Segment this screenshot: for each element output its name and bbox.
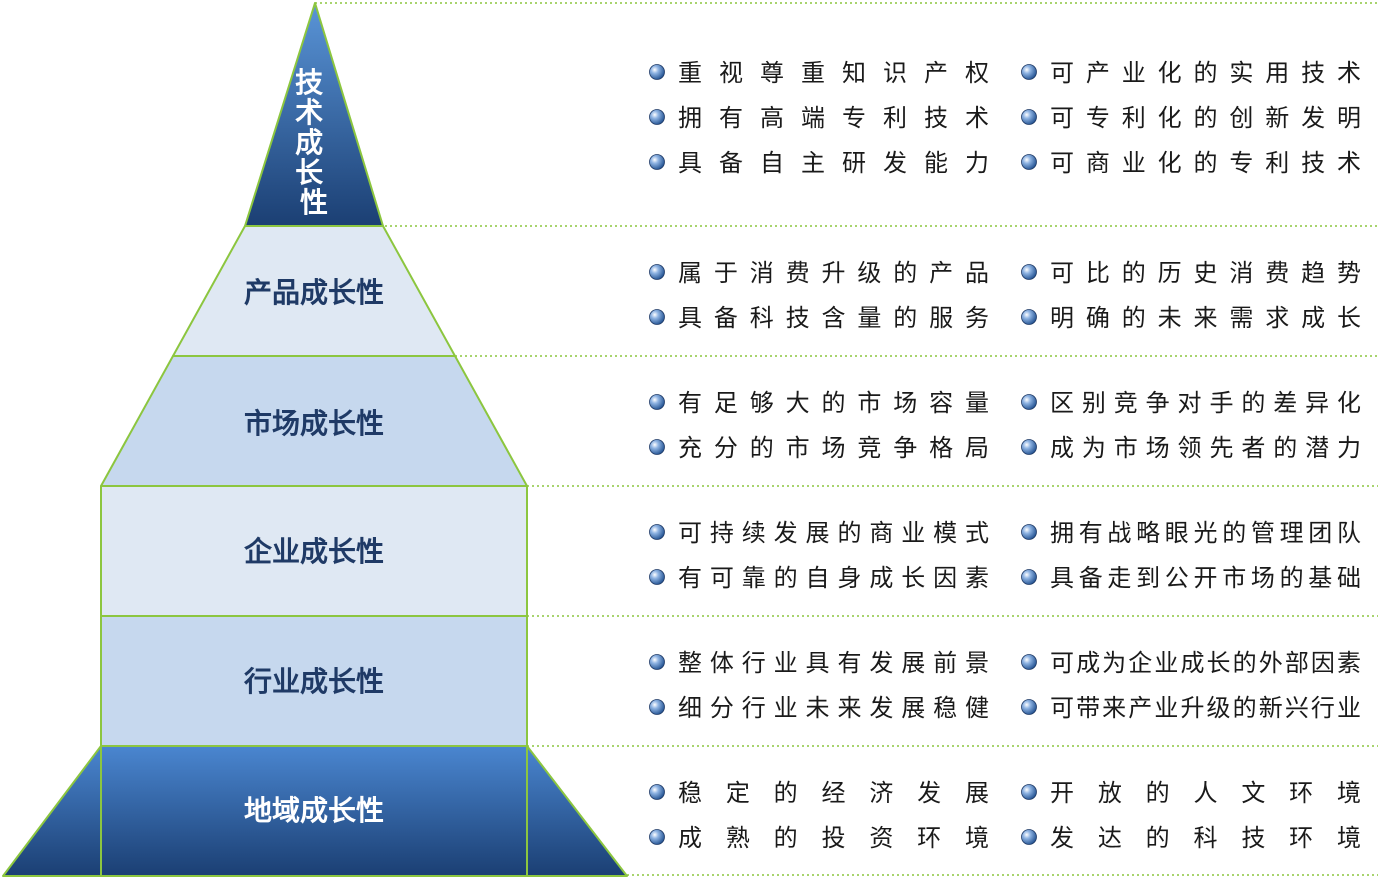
level-label-market: 市场成长性 xyxy=(244,407,384,440)
bullet-icon xyxy=(1021,109,1037,125)
bullet-icon xyxy=(1021,64,1037,80)
bullet-icon xyxy=(649,64,665,80)
level-label-char: 成 xyxy=(295,126,323,159)
level-label-enterprise: 企业成长性 xyxy=(244,535,384,568)
bullet-icon xyxy=(649,654,665,670)
bullet-icon xyxy=(1021,784,1037,800)
list-item: 有可靠的自身成长因素 xyxy=(678,564,990,592)
level-label-char: 技 xyxy=(295,66,323,99)
list-item: 可专利化的创新发明 xyxy=(1050,104,1362,132)
list-item: 细分行业未来发展稳健 xyxy=(678,694,990,722)
level-label-tech: 技 术 成 长 性 xyxy=(295,66,333,219)
bullet-icon xyxy=(1021,699,1037,715)
level-label-product: 产品成长性 xyxy=(244,276,384,309)
bullet-icon xyxy=(649,524,665,540)
list-item: 可商业化的专利技术 xyxy=(1050,149,1362,177)
list-item: 可比的历史消费趋势 xyxy=(1050,259,1362,287)
list-item: 可产业化的实用技术 xyxy=(1050,59,1362,87)
bullet-icon xyxy=(1021,439,1037,455)
bullet-icon xyxy=(649,264,665,280)
list-item: 成为市场领先者的潜力 xyxy=(1050,434,1362,462)
list-item: 明确的未来需求成长 xyxy=(1050,304,1362,332)
pyramid-level-enterprise xyxy=(100,485,528,617)
separators xyxy=(315,2,1378,876)
bullet-icon xyxy=(1021,309,1037,325)
level-label-industry: 行业成长性 xyxy=(243,665,384,698)
list-item: 有足够大的市场容量 xyxy=(678,389,990,417)
pyramid-level-region-right-wing xyxy=(526,745,628,877)
bullet-icon xyxy=(1021,524,1037,540)
level-label-region: 地域成长性 xyxy=(244,794,384,827)
list-item: 充分的市场竞争格局 xyxy=(678,434,990,462)
bullet-icon xyxy=(1021,569,1037,585)
list-item: 可持续发展的商业模式 xyxy=(678,519,990,547)
bullet-icon xyxy=(1021,154,1037,170)
pyramid xyxy=(2,2,628,877)
bullet-icon xyxy=(1021,264,1037,280)
list-item: 具备自主研发能力 xyxy=(678,149,990,177)
bullet-icon xyxy=(649,394,665,410)
list-item: 稳定的经济发展 xyxy=(678,779,990,807)
level-labels: 技 术 成 长 性 产品成长性 市场成长性 企业成长性 行业成长性 地域成长性 xyxy=(243,66,384,827)
list-item: 具备科技含量的服务 xyxy=(678,304,990,332)
bullet-icon xyxy=(649,109,665,125)
list-item: 发达的科技环境 xyxy=(1050,824,1362,852)
level-label-char: 性 xyxy=(300,186,328,219)
level-label-char: 长 xyxy=(295,156,323,189)
list-item: 拥有战略眼光的管理团队 xyxy=(1050,519,1362,547)
bullet-icon xyxy=(1021,654,1037,670)
list-item: 属于消费升级的产品 xyxy=(678,259,990,287)
list-item: 可带来产业升级的新兴行业 xyxy=(1050,694,1362,722)
list-item: 整体行业具有发展前景 xyxy=(678,649,990,677)
list-item: 区别竞争对手的差异化 xyxy=(1050,389,1362,417)
bullet-icon xyxy=(649,309,665,325)
bullet-icon xyxy=(649,784,665,800)
list-item: 具备走到公开市场的基础 xyxy=(1050,564,1362,592)
level-label-char: 术 xyxy=(295,96,323,129)
list-item: 可成为企业成长的外部因素 xyxy=(1050,649,1362,677)
bullet-icon xyxy=(649,699,665,715)
bullet-icon xyxy=(649,439,665,455)
list-item: 开放的人文环境 xyxy=(1050,779,1362,807)
bullet-icon xyxy=(1021,394,1037,410)
bullet-icon xyxy=(1021,829,1037,845)
pyramid-level-industry xyxy=(100,615,528,747)
bullet-icon xyxy=(649,829,665,845)
pyramid-level-region-left-wing xyxy=(2,745,102,877)
pyramid-level-region xyxy=(100,745,528,877)
bullet-icon xyxy=(649,569,665,585)
bullet-icon xyxy=(649,154,665,170)
list-item: 成熟的投资环境 xyxy=(678,824,990,852)
list-item: 重视尊重知识产权 xyxy=(678,59,990,87)
list-item: 拥有高端专利技术 xyxy=(678,104,990,132)
